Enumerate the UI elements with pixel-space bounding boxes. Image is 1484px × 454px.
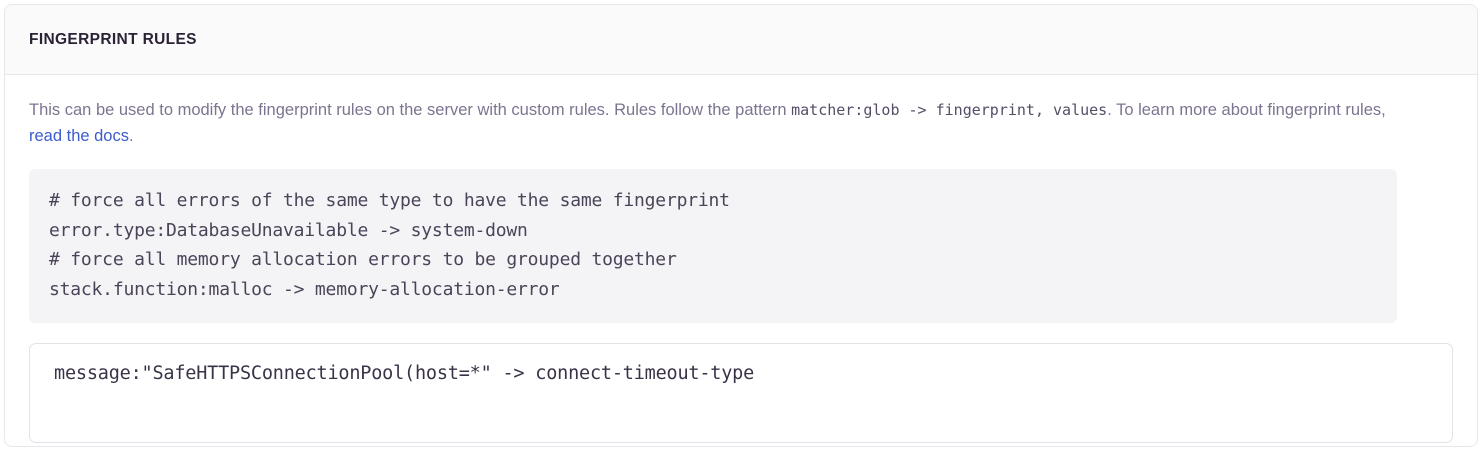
code-line: error.type:DatabaseUnavailable -> system… — [49, 219, 528, 241]
code-line: # force all errors of the same type to h… — [49, 190, 730, 211]
page-title: FINGERPRINT RULES — [29, 30, 197, 48]
panel-body: This can be used to modify the fingerpri… — [5, 75, 1477, 443]
code-line: # force all memory allocation errors to … — [49, 249, 677, 270]
description-text: This can be used to modify the fingerpri… — [29, 97, 1389, 149]
panel-header: FINGERPRINT RULES — [5, 5, 1477, 75]
description-part-2: . To learn more about fingerprint rules, — [1107, 101, 1386, 119]
description-part-1: This can be used to modify the fingerpri… — [29, 101, 792, 119]
read-the-docs-link[interactable]: read the docs — [29, 127, 129, 145]
example-code-block: # force all errors of the same type to h… — [29, 169, 1397, 323]
inline-code-pattern: matcher:glob -> fingerprint, values — [791, 101, 1108, 119]
fingerprint-rules-panel: FINGERPRINT RULES This can be used to mo… — [4, 4, 1478, 447]
code-line: stack.function:malloc -> memory-allocati… — [49, 278, 560, 300]
description-part-3: . — [128, 127, 134, 145]
fingerprint-rules-input[interactable] — [29, 343, 1453, 443]
